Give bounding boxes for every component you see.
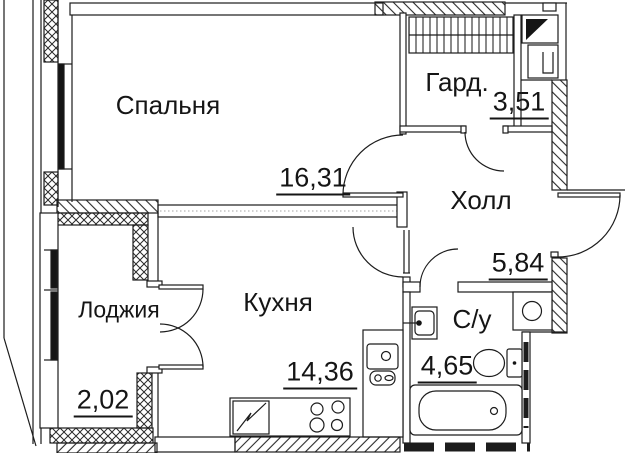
loggia-area: 2,02	[73, 386, 133, 418]
bathroom-walls	[402, 281, 567, 452]
stove	[309, 400, 345, 433]
toilet	[472, 348, 523, 378]
bathroom-door-arc	[419, 248, 459, 288]
wardrobe-label: Гард.	[425, 67, 489, 97]
loggia-label: Лоджия	[78, 296, 160, 323]
bathtub	[409, 384, 523, 436]
hall-label: Холл	[450, 185, 512, 215]
loggia-french-doors	[146, 280, 204, 374]
kitchen-door	[352, 226, 411, 288]
right-exterior-wall	[551, 79, 625, 334]
entrance-door	[550, 192, 621, 258]
bottom-wall	[154, 436, 401, 453]
bedroom-door	[342, 134, 404, 198]
washing-machine	[512, 291, 553, 331]
bedroom-window	[57, 63, 72, 170]
wardrobe-room-walls	[399, 12, 553, 135]
washbasin	[403, 306, 438, 340]
top-wall	[69, 1, 567, 80]
wardrobe-door-arc	[464, 131, 505, 172]
loggia-walls	[49, 199, 159, 453]
building-outline	[3, 0, 42, 447]
vent-shaft	[521, 14, 559, 81]
loggia-glazing	[39, 212, 59, 429]
bedroom-area: 16,31	[276, 164, 350, 196]
kitchen-sink	[362, 329, 404, 438]
bathroom-area: 4,65	[417, 352, 477, 384]
kitchen-area: 14,36	[283, 358, 357, 390]
hall-area: 5,84	[488, 249, 548, 281]
bathroom-label: С/у	[452, 304, 492, 334]
wardrobe-rail	[408, 16, 514, 54]
bedroom-label: Спальня	[115, 90, 221, 120]
bedroom-kitchen-wall	[157, 191, 408, 228]
wardrobe-area: 3,51	[489, 88, 549, 120]
left-exterior-wall	[43, 0, 73, 207]
fridge	[232, 400, 270, 435]
kitchen-label: Кухня	[243, 287, 313, 317]
